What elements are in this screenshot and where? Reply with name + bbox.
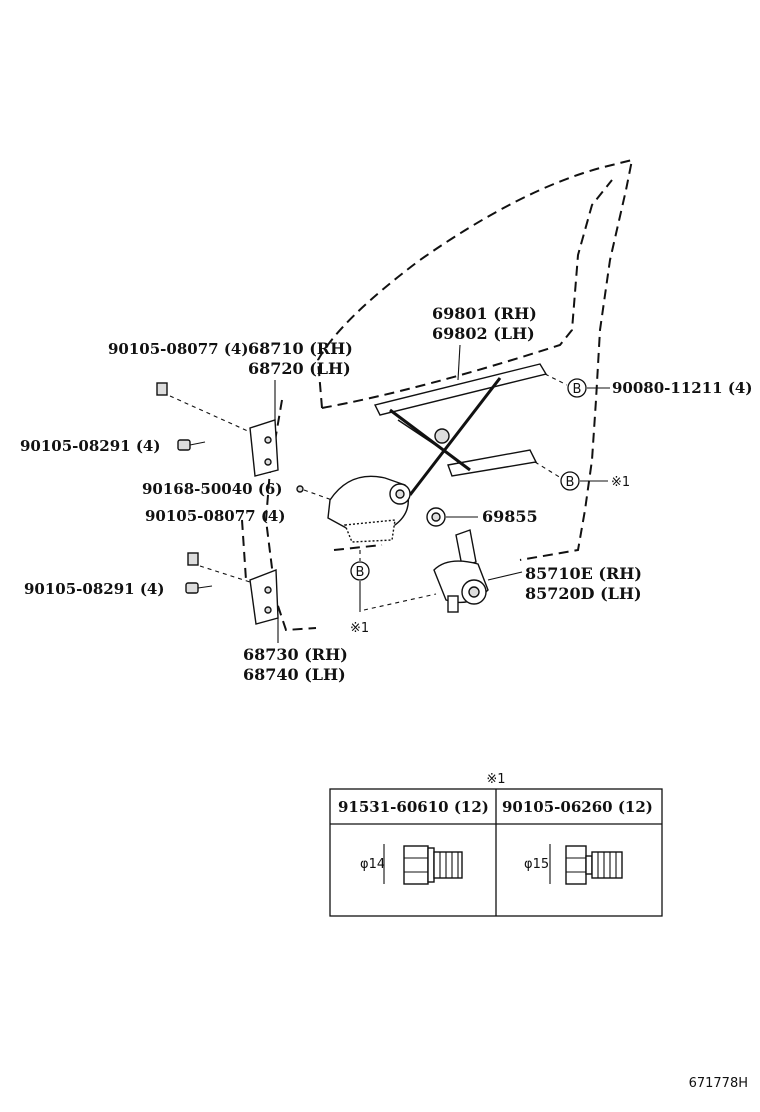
svg-text:B: B: [573, 382, 582, 397]
fastener-table: ※1 91531-60610 (12) 90105-06260 (12) φ14…: [329, 772, 663, 917]
upper-hinge: [249, 419, 279, 477]
svg-text:B: B: [566, 475, 575, 490]
callout-regulator-lh: 69802 (LH): [432, 324, 535, 343]
leader-lines: [274, 344, 461, 643]
callout-motor-lh: 85720D (LH): [525, 584, 642, 603]
callout-hinge-upper-rh: 68710 (RH): [248, 339, 353, 358]
bolt-lower-2: [185, 582, 213, 594]
callout-regulator-rh: 69801 (RH): [432, 304, 537, 323]
hex-bolt-drawing: φ15: [524, 844, 623, 885]
callout-bolt-lower-2: 90105-08291 (4): [24, 580, 164, 598]
bolt-upper-2: [177, 439, 206, 451]
flange-bolt-drawing: φ14: [360, 844, 463, 885]
callout-bolt-upper-2: 90105-08291 (4): [20, 437, 160, 455]
svg-text:B: B: [356, 565, 365, 580]
callout-hinge-upper-lh: 68720 (LH): [248, 359, 351, 378]
grommet: [426, 507, 478, 527]
callout-hinge-lower-rh: 68730 (RH): [243, 645, 348, 664]
door-frame-outline: [241, 158, 634, 632]
bolt-lower-1: [187, 552, 251, 583]
callout-bolt-lower-1: 90105-08077 (4): [145, 507, 285, 525]
b-marker-right-upper: B: [544, 373, 610, 398]
callout-hinge-lower-lh: 68740 (LH): [243, 665, 346, 684]
callout-nut-center: 90168-50040 (6): [142, 480, 282, 498]
callout-grommet: 69855: [482, 507, 538, 526]
callout-bolt-upper-1: 90105-08077 (4): [108, 340, 248, 358]
note-mark-bottom: ※1: [350, 621, 369, 636]
window-regulator: [327, 363, 548, 543]
table-col2-dim: φ15: [524, 857, 549, 872]
table-col2-part: 90105-06260 (12): [502, 798, 653, 816]
b-marker-bottom: B: [350, 550, 437, 612]
regulator-motor: [433, 529, 523, 613]
table-col1-dim: φ14: [360, 857, 385, 872]
callout-motor-rh: 85710E (RH): [525, 564, 642, 583]
lower-hinge: [249, 568, 279, 625]
b-marker-right-lower: B: [534, 461, 608, 491]
note-mark-right: ※1: [611, 475, 630, 490]
bolt-upper-1: [156, 382, 251, 433]
diagram-code: 671778H: [689, 1076, 748, 1091]
nut-center: [296, 485, 333, 501]
callout-bolt-right: 90080-11211 (4): [612, 379, 752, 397]
table-note-mark: ※1: [486, 772, 505, 787]
table-col1-part: 91531-60610 (12): [338, 798, 489, 816]
